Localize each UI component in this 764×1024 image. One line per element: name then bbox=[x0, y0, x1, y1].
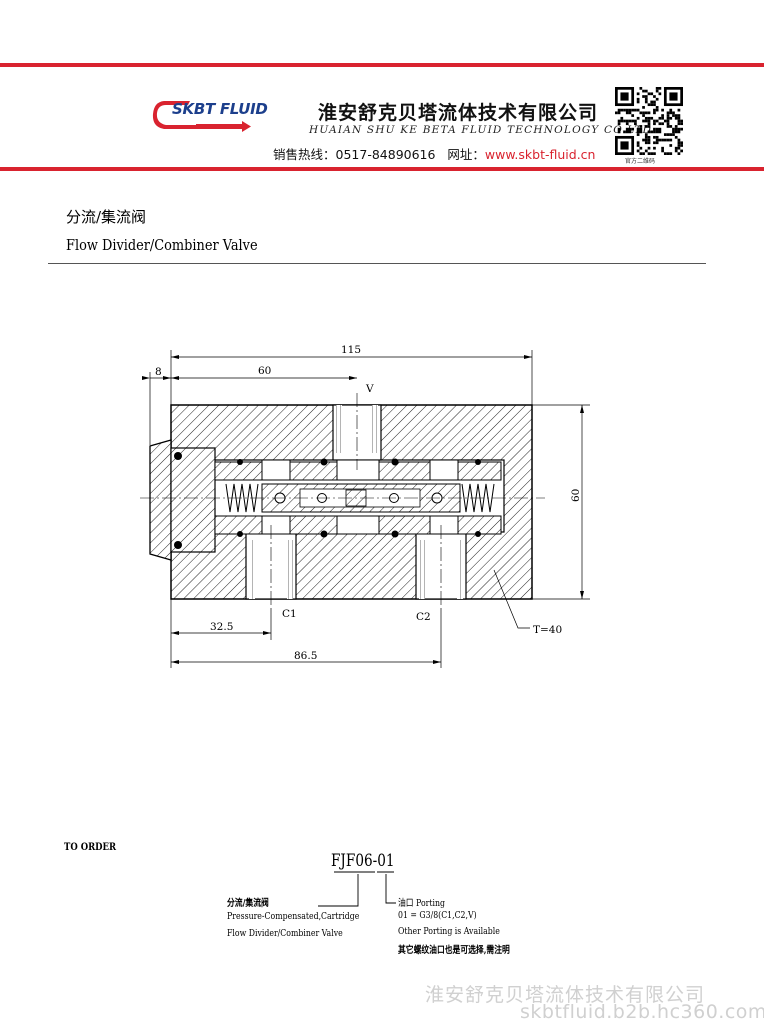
logo-text: SKBT FLUID bbox=[172, 100, 268, 118]
qr-caption: 官方二维码 bbox=[625, 158, 656, 165]
dim-thickness: T=40 bbox=[533, 624, 562, 636]
dim-left-offset: 8 bbox=[155, 366, 162, 378]
port-v-label: V bbox=[365, 383, 374, 395]
order-leaders bbox=[318, 871, 396, 907]
dim-height: 60 bbox=[570, 489, 582, 502]
order-heading: TO ORDER bbox=[64, 842, 117, 853]
port-c2-label: C2 bbox=[416, 611, 431, 623]
order-note-left-1: 分流/集流阀 bbox=[227, 898, 269, 909]
company-logo: SKBT FLUID bbox=[150, 95, 268, 135]
header-bottom-rule bbox=[0, 167, 764, 171]
order-note-right-2: 01 = G3/8(C1,C2,V) bbox=[398, 910, 477, 921]
dim-c2-position: 86.5 bbox=[294, 650, 317, 662]
order-note-left-2: Pressure-Compensated,Cartridge bbox=[227, 911, 360, 922]
watermark-company: 淮安舒克贝塔流体技术有限公司 bbox=[425, 984, 706, 1006]
website-label: 网址： bbox=[447, 147, 485, 162]
product-title-cn: 分流/集流阀 bbox=[66, 208, 147, 226]
hotline-number: 0517-84890616 bbox=[335, 147, 436, 162]
spring-right bbox=[461, 483, 495, 513]
technical-drawing: 115 8 60 V 60 C1 C2 32.5 86.5 T=40 bbox=[140, 344, 590, 668]
website-link[interactable]: www.skbt-fluid.cn bbox=[484, 147, 596, 162]
qr-code bbox=[614, 87, 684, 155]
cartridge-plug bbox=[149, 439, 172, 561]
hotline-label: 销售热线： bbox=[273, 147, 336, 162]
order-note-right-4: 其它螺纹油口也是可选择,需注明 bbox=[398, 945, 510, 956]
port-c1-label: C1 bbox=[282, 608, 297, 620]
dim-c1-position: 32.5 bbox=[210, 621, 233, 633]
product-title-en: Flow Divider/Combiner Valve bbox=[66, 236, 258, 254]
watermark-url: skbtfluid.b2b.hc360.com bbox=[520, 1001, 764, 1023]
header-top-rule bbox=[0, 63, 764, 67]
order-note-right-1: 油口 Porting bbox=[398, 898, 446, 909]
qr-code-icon bbox=[615, 87, 683, 155]
company-name-en: HUAIAN SHU KE BETA FLUID TECHNOLOGY CO.L… bbox=[309, 124, 653, 136]
company-name-cn: 淮安舒克贝塔流体技术有限公司 bbox=[318, 102, 599, 124]
spring-left bbox=[225, 483, 259, 513]
logo-swoosh-icon bbox=[152, 101, 251, 132]
model-code: FJF06-01 bbox=[331, 851, 395, 871]
dim-port-v-position: 60 bbox=[258, 365, 271, 377]
order-note-left-3: Flow Divider/Combiner Valve bbox=[227, 928, 343, 939]
title-divider bbox=[48, 263, 706, 264]
order-note-right-3: Other Porting is Available bbox=[398, 926, 500, 937]
contact-line: 销售热线：0517-84890616 网址：www.skbt-fluid.cn bbox=[273, 144, 595, 163]
dim-overall-length: 115 bbox=[341, 344, 361, 356]
